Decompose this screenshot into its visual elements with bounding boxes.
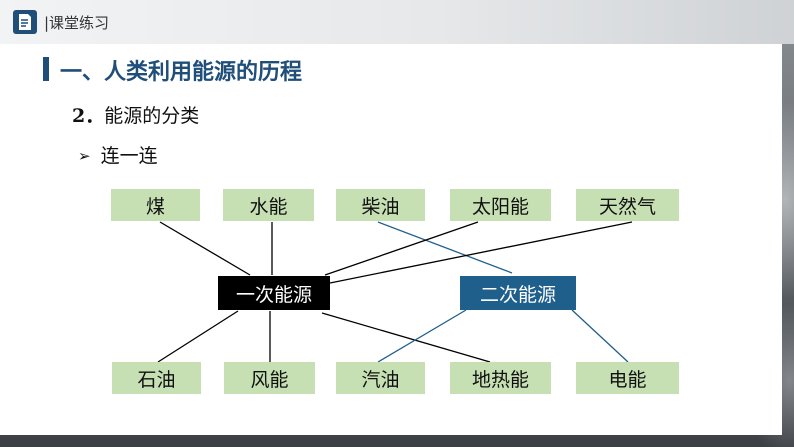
section-marker [43, 57, 49, 81]
item-solar[interactable]: 太阳能 [450, 189, 551, 221]
bullet-text: 连一连 [100, 145, 158, 167]
item-wind[interactable]: 风能 [224, 362, 315, 394]
item-electricity[interactable]: 电能 [576, 362, 679, 394]
top-bar: |课堂练习 [0, 0, 794, 44]
bullet-item: ➢ 连一连 [78, 141, 158, 168]
item-petroleum[interactable]: 石油 [112, 362, 201, 394]
subsection-text: 能源的分类 [104, 105, 200, 127]
item-gasoline[interactable]: 汽油 [336, 362, 425, 394]
line-electric-secondary [571, 309, 629, 363]
line-solar-primary [324, 221, 479, 276]
subsection-title: 2．能源的分类 [72, 101, 199, 128]
item-geothermal[interactable]: 地热能 [450, 362, 551, 394]
item-diesel[interactable]: 柴油 [336, 189, 425, 221]
primary-energy-box[interactable]: 一次能源 [218, 276, 330, 310]
line-coal-primary [159, 221, 251, 276]
header-title: |课堂练习 [44, 14, 110, 32]
line-diesel-secondary [377, 221, 513, 274]
logo-icon [13, 10, 37, 34]
arrow-bullet-icon: ➢ [78, 147, 91, 165]
line-gasoline-secondary [377, 309, 467, 363]
item-natural-gas[interactable]: 天然气 [576, 189, 679, 221]
subsection-number: 2． [72, 105, 105, 127]
secondary-energy-box[interactable]: 二次能源 [460, 276, 576, 310]
line-geo-primary [321, 312, 491, 363]
line-gas-primary [329, 221, 633, 284]
item-hydro[interactable]: 水能 [223, 189, 314, 221]
section-title: 一、人类利用能源的历程 [60, 60, 303, 85]
item-coal[interactable]: 煤 [111, 189, 200, 221]
line-oil-primary [157, 310, 239, 363]
